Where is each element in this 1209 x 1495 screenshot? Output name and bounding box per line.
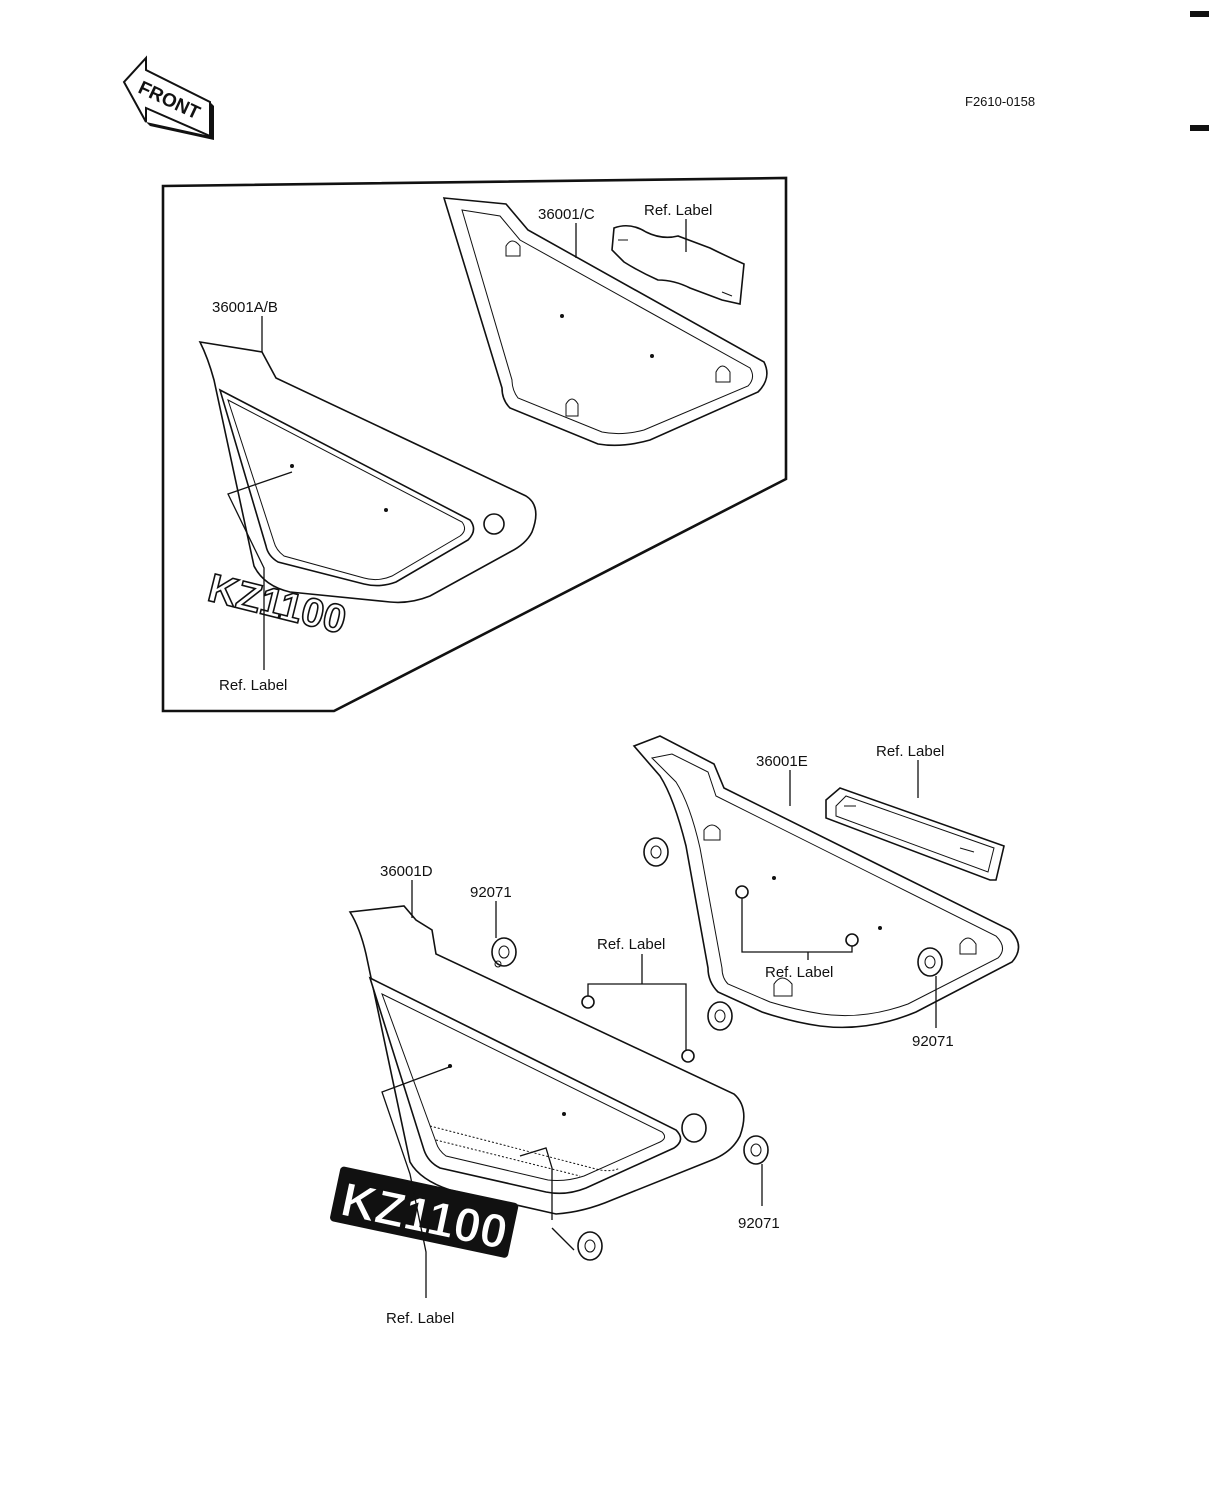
part-number-36001d: 36001D [380,863,433,880]
side-cover-36001ab [198,340,537,604]
ref-label-lower-top-right: Ref. Label [876,743,944,760]
nut-1 [581,995,595,1009]
part-number-36001e: 36001E [756,753,808,770]
nut-2 [681,1049,695,1063]
lower-kit: 36001E Ref. Label Ref. Label 92071 [330,735,1020,1327]
part-number-92071-c: 92071 [738,1215,780,1232]
side-cover-36001c [442,197,768,447]
grommet-rc-3 [707,1001,733,1031]
side-cover-36001e [632,735,1020,1029]
ref-label-upper-left: Ref. Label [219,677,287,694]
edge-mark-top [1190,11,1209,17]
ref-label-upper-right: Ref. Label [644,202,712,219]
grommet-lc-2 [743,1135,769,1165]
ref-label-strip-lower [825,787,1005,881]
side-cover-36001d [348,905,745,1215]
ref-label-strip-upper [611,224,745,305]
edge-mark-mid [1190,125,1209,131]
part-number-92071-a: 92071 [470,884,512,901]
ref-label-lower-mid: Ref. Label [597,936,665,953]
diagram-number: F2610-0158 [965,94,1035,109]
grommet-rc-1 [643,837,669,867]
kit-box-frame [161,176,788,713]
grommet-rc-2 [917,947,943,977]
ref-label-lower-inner: Ref. Label [765,964,833,981]
part-number-36001c: 36001/C [538,206,595,223]
grommet-lc-1 [491,937,517,968]
part-number-36001ab: 36001A/B [212,299,278,316]
ref-label-lower-bottom: Ref. Label [386,1310,454,1327]
upper-kit: 36001/C Ref. Label 36001A/B KZ1100 Ref. … [161,176,788,713]
part-number-92071-b: 92071 [912,1033,954,1050]
front-arrow-icon: FRONT [122,55,214,140]
grommet-lc-3 [577,1231,603,1261]
